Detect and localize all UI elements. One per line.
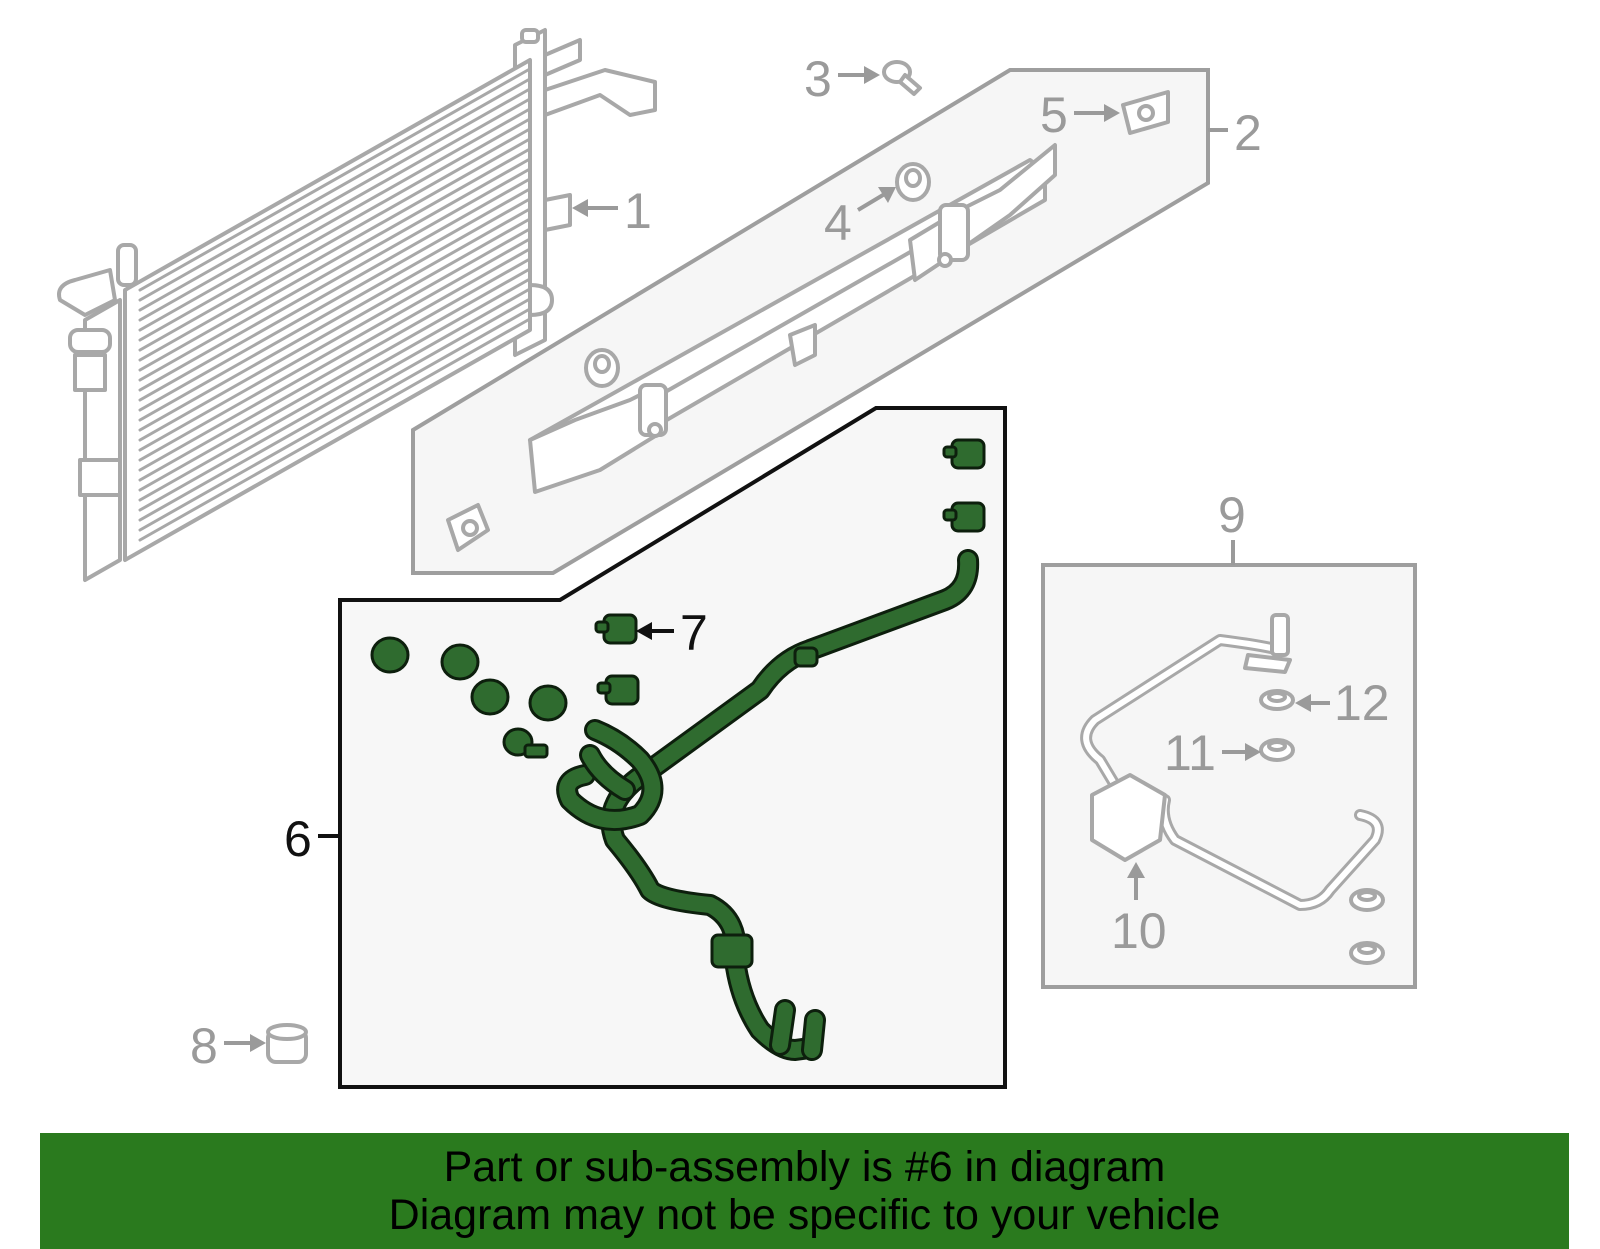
callout-9: 9	[1218, 487, 1246, 543]
sub-panel-9	[1041, 563, 1417, 989]
banner-line-1: Part or sub-assembly is #6 in diagram	[443, 1143, 1166, 1191]
grommet	[593, 354, 611, 374]
banner-line-2: Diagram may not be specific to your vehi…	[388, 1191, 1221, 1239]
callout-1: 1	[624, 183, 652, 239]
o-ring-12	[1259, 689, 1295, 711]
oil-cooler-hose-assembly	[556, 549, 980, 1061]
info-banner: Part or sub-assembly is #6 in diagram Di…	[40, 1133, 1569, 1249]
callout-11: 11	[1164, 725, 1216, 781]
callout-7: 7	[680, 605, 708, 661]
callout-5: 5	[1040, 87, 1068, 143]
seal-rings	[370, 636, 568, 722]
fitting-cap	[596, 674, 640, 706]
fitting-cap-7	[594, 613, 638, 645]
callout-leaders	[224, 66, 1330, 1052]
grommet	[904, 168, 922, 188]
o-ring	[1349, 941, 1385, 965]
support-bracket	[528, 143, 1057, 494]
callout-4: 4	[824, 195, 852, 251]
callout-10: 10	[1111, 903, 1167, 959]
bolt-3	[882, 60, 922, 96]
callout-8: 8	[190, 1018, 218, 1074]
fitting-cap	[942, 438, 986, 470]
fitting-cap	[942, 501, 986, 533]
bolt-green	[502, 727, 549, 759]
callout-2: 2	[1234, 105, 1262, 161]
o-ring-11	[1259, 738, 1295, 762]
part-8-cap	[266, 1023, 308, 1064]
callout-12: 12	[1334, 675, 1390, 731]
o-ring	[1349, 888, 1385, 912]
cooler-line-assembly	[1080, 613, 1384, 911]
callout-6: 6	[284, 811, 312, 867]
callout-3: 3	[804, 51, 832, 107]
radiator-assembly	[57, 28, 657, 582]
